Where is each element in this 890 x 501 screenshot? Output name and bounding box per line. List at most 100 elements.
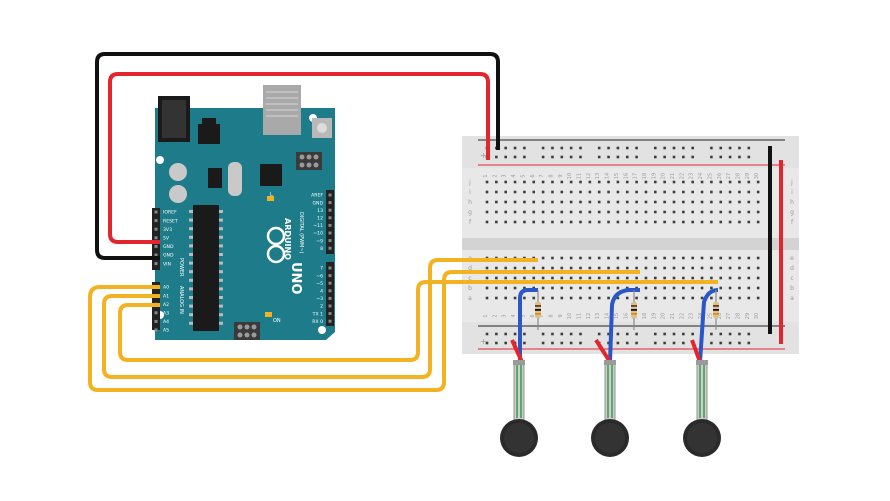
breadboard-hole [663, 210, 666, 214]
breadboard-hole [504, 210, 507, 214]
header-pin[interactable] [328, 289, 332, 293]
header-pin[interactable] [328, 319, 332, 323]
breadboard-hole [700, 210, 704, 214]
breadboard-hole [756, 210, 760, 214]
breadboard-hole [607, 180, 610, 184]
breadboard-hole [523, 180, 526, 184]
breadboard-hole [719, 256, 723, 260]
header-pin[interactable] [154, 219, 158, 223]
header-pin[interactable] [328, 304, 332, 308]
header-pin[interactable] [328, 281, 332, 285]
rail-hole [654, 155, 657, 159]
breadboard-hole [495, 286, 498, 290]
breadboard-hole [569, 210, 573, 214]
breadboard-hole [672, 200, 676, 204]
sensor-trace [703, 364, 705, 418]
pin-label: 7 [320, 266, 323, 272]
breadboard-hole [682, 190, 685, 194]
breadboard-hole [513, 190, 517, 194]
chip-pin [219, 296, 223, 299]
row-letter: a [468, 295, 472, 302]
breadboard-hole [710, 286, 713, 290]
rail-hole [485, 332, 489, 336]
wire-red-sensor-3 [690, 339, 702, 363]
breadboard-hole [691, 200, 694, 204]
rail-hole [597, 146, 601, 150]
header-pin[interactable] [154, 210, 158, 214]
wire-blue-2 [608, 288, 640, 363]
header-pin[interactable] [154, 227, 158, 231]
row-letter: g [790, 209, 794, 216]
header-pin[interactable] [328, 266, 332, 270]
rail-hole [607, 146, 610, 150]
breadboard-hole [523, 220, 526, 224]
column-number: 12 [586, 173, 592, 179]
column-number: 9 [558, 314, 564, 317]
breadboard-hole [756, 220, 760, 224]
rail-hole [728, 332, 732, 336]
breadboard-hole [644, 286, 648, 290]
rail-hole [682, 341, 685, 345]
header-pin[interactable] [328, 312, 332, 316]
header-pin[interactable] [328, 274, 332, 278]
header-pin[interactable] [154, 236, 158, 240]
header-pin[interactable] [328, 231, 332, 235]
column-number: 28 [735, 313, 741, 319]
breadboard-hole [495, 200, 498, 204]
header-pin[interactable] [328, 193, 332, 197]
breadboard-hole [710, 276, 713, 280]
breadboard-hole [551, 276, 554, 280]
rail-hole [728, 341, 732, 345]
breadboard-hole [513, 266, 517, 270]
header-pin[interactable] [328, 216, 332, 220]
rail-hole [495, 332, 498, 336]
header-pin[interactable] [154, 319, 158, 323]
breadboard-hole [495, 180, 498, 184]
breadboard-hole [485, 180, 489, 184]
on-led-label: ON [273, 318, 281, 324]
breadboard-hole [569, 266, 573, 270]
row-letter: b [468, 285, 472, 292]
breadboard-hole [551, 200, 554, 204]
resistor-band [713, 305, 719, 307]
wire-blue-1 [518, 288, 538, 362]
breadboard-hole [588, 220, 592, 224]
header-pin[interactable] [328, 223, 332, 227]
header-pin[interactable] [154, 244, 158, 248]
breadboard-hole [532, 190, 536, 194]
breadboard-hole [485, 276, 489, 280]
rail-hole [551, 332, 554, 336]
pin-label: 8 [320, 246, 323, 252]
header-pin[interactable] [154, 328, 158, 332]
chip-pin [189, 270, 193, 274]
wire-5v [108, 72, 490, 244]
header-pin[interactable] [154, 253, 158, 257]
breadboard-hole [691, 266, 694, 270]
sensor-trace [520, 364, 522, 418]
header-pin[interactable] [328, 296, 332, 300]
breadboard-hole [691, 256, 694, 260]
breadboard-hole [635, 266, 638, 270]
breadboard-hole [682, 296, 685, 300]
breadboard-hole [663, 276, 666, 280]
rail-hole [504, 155, 507, 159]
breadboard-hole [747, 276, 751, 280]
breadboard-hole [682, 286, 685, 290]
resistor-band [631, 309, 637, 311]
header-pin[interactable] [328, 239, 332, 243]
breadboard-hole [579, 296, 582, 300]
atmega-microcontroller [193, 205, 219, 331]
breadboard-hole [728, 266, 732, 270]
breadboard-hole [485, 210, 489, 214]
breadboard-hole [710, 256, 713, 260]
header-pin[interactable] [328, 208, 332, 212]
header-pin[interactable] [154, 311, 158, 315]
pin-label: 4 [320, 289, 323, 295]
header-pin[interactable] [154, 262, 158, 266]
header-pin[interactable] [328, 246, 332, 250]
force-sensor-1 [500, 360, 538, 457]
breadboard-hole [504, 180, 507, 184]
breadboard-hole [569, 180, 573, 184]
header-pin[interactable] [328, 201, 332, 205]
breadboard-hole [663, 220, 666, 224]
